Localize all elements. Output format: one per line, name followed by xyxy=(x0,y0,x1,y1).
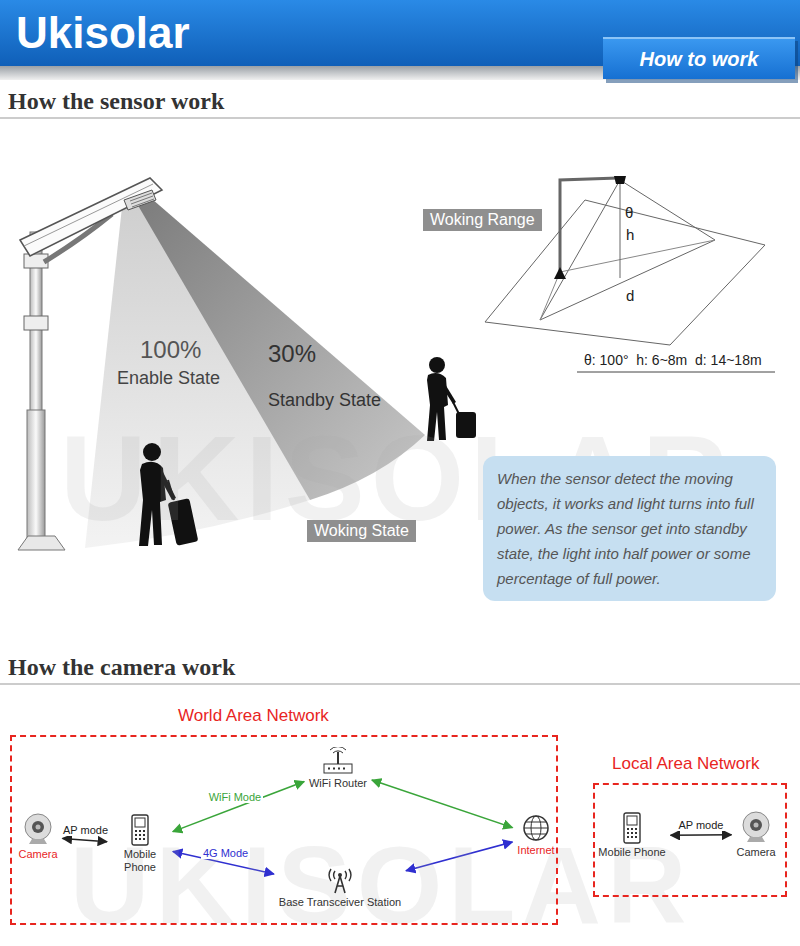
network-group: Local Area NetworkMobile PhoneCamera xyxy=(593,783,787,897)
device-label: Internet xyxy=(517,844,554,857)
street-pole xyxy=(27,410,45,538)
device-icon xyxy=(318,747,358,775)
percent-label: 30% xyxy=(268,340,316,368)
device-node: WiFi Router xyxy=(307,745,369,792)
section-rule xyxy=(0,118,800,119)
network-title: Local Area Network xyxy=(612,754,759,774)
height-symbol: h xyxy=(626,226,634,243)
sensor-grill xyxy=(130,193,154,207)
device-icon xyxy=(325,868,355,894)
connector xyxy=(63,838,107,841)
range-line xyxy=(560,240,715,272)
solar-panel xyxy=(24,184,153,246)
pole-base xyxy=(18,536,65,550)
range-triangle xyxy=(540,180,715,320)
device-node: Internet xyxy=(515,812,556,859)
section-heading: How the sensor work xyxy=(8,88,224,115)
note-text: When the sensor detect the moving object… xyxy=(497,466,762,591)
section-heading: How the camera work xyxy=(8,654,235,681)
connector xyxy=(406,842,512,871)
state-label: Enable State xyxy=(117,368,220,389)
pole-base-marker xyxy=(554,267,566,279)
logo-text: Ukisolar xyxy=(16,8,190,58)
device-label: Mobile Phone xyxy=(112,848,168,874)
mini-lamp xyxy=(614,176,626,184)
person-silhouette xyxy=(427,357,476,441)
angle-symbol: θ xyxy=(625,204,633,221)
device-node: Mobile Phone xyxy=(110,812,170,876)
edge-label: WiFi Mode xyxy=(207,791,264,803)
state-box-text: Woking State xyxy=(314,522,409,540)
state-box-text: Woking Range xyxy=(430,211,535,229)
device-label: Base Transceiver Station xyxy=(279,896,401,909)
person-silhouette xyxy=(139,443,198,546)
connector xyxy=(173,782,304,832)
standby-cone xyxy=(136,199,425,500)
height-line xyxy=(620,184,621,278)
percent-label: 100% xyxy=(140,336,201,364)
state-label: Standby State xyxy=(268,390,381,411)
pole-bracket xyxy=(24,316,48,330)
note-box: When the sensor detect the moving object… xyxy=(483,456,776,601)
range-line xyxy=(540,272,560,320)
connector xyxy=(372,780,513,828)
solar-panel xyxy=(20,178,162,256)
device-node: Camera xyxy=(16,810,59,863)
edge-label: 4G Mode xyxy=(201,847,250,859)
device-label: Camera xyxy=(18,848,57,861)
label-box: Woking Range xyxy=(423,209,542,231)
distance-symbol: d xyxy=(626,287,634,304)
device-icon xyxy=(21,812,55,846)
section-tab: How to work xyxy=(603,37,795,79)
edge-label: AP mode xyxy=(61,824,110,836)
lamp-head xyxy=(124,190,156,210)
device-label: Mobile Phone xyxy=(598,846,665,859)
device-icon xyxy=(623,812,641,844)
device-node: Mobile Phone xyxy=(596,810,667,861)
network-title: World Area Network xyxy=(178,706,329,726)
mini-pole xyxy=(560,178,618,272)
tab-text: How to work xyxy=(640,48,759,71)
device-label: Camera xyxy=(736,846,775,859)
device-node: Base Transceiver Station xyxy=(277,866,403,911)
spec-text: θ: 100° h: 6~8m d: 14~18m xyxy=(584,352,762,368)
edge-label: AP mode xyxy=(676,819,725,831)
device-icon xyxy=(131,814,149,846)
spec-underline xyxy=(577,372,775,373)
section-rule xyxy=(0,684,800,685)
device-icon xyxy=(739,810,773,844)
connector xyxy=(671,834,732,836)
device-node: Camera xyxy=(734,808,777,861)
label-box: Woking State xyxy=(307,520,416,542)
device-label: WiFi Router xyxy=(309,777,367,790)
device-icon xyxy=(522,814,550,842)
